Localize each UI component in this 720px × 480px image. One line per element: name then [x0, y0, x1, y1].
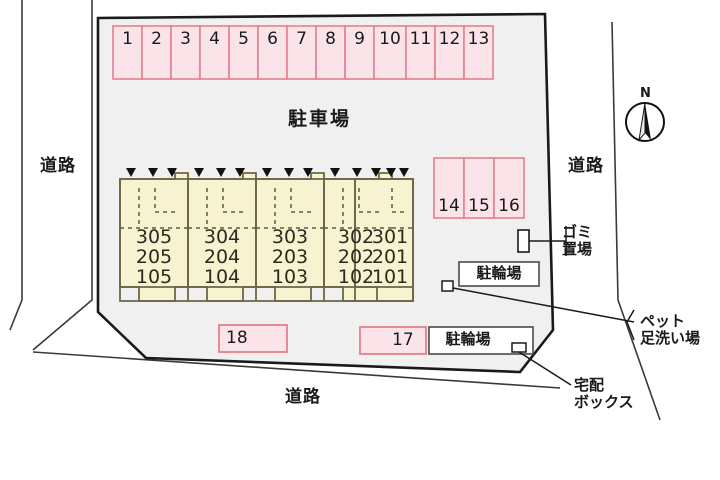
unit-number-303: 303	[271, 226, 309, 248]
parking-stalls-bottom	[218, 324, 427, 355]
road-label-left: 道路	[40, 156, 76, 176]
unit-number-102: 102	[337, 266, 375, 288]
stall-number[interactable]: 1	[122, 29, 133, 49]
unit-number-104: 104	[203, 266, 241, 288]
stall-number[interactable]: 8	[325, 29, 336, 49]
unit-number-302: 302	[337, 226, 375, 248]
stall-number[interactable]: 18	[226, 328, 248, 348]
stall-number[interactable]: 14	[438, 196, 460, 216]
bicycle-parking-label-upper: 駐輪場	[476, 264, 522, 282]
parking-stalls-top-row	[112, 25, 494, 80]
bicycle-parking-box-upper	[458, 261, 540, 287]
unit-number-203: 203	[271, 246, 309, 268]
apartment-building	[119, 168, 414, 302]
unit-number-301: 301	[371, 226, 409, 248]
parking-lot-title: 駐車場	[288, 108, 352, 130]
stall-number[interactable]: 10	[379, 29, 401, 49]
stall-number[interactable]: 16	[498, 196, 520, 216]
stall-number[interactable]: 6	[267, 29, 278, 49]
road-bottom-edge	[32, 351, 561, 389]
stall-number[interactable]: 12	[438, 29, 461, 49]
parking-stalls-right-group	[433, 157, 525, 219]
unit-number-205: 205	[135, 246, 173, 268]
garbage-station-marker	[517, 226, 567, 256]
stall-number[interactable]: 13	[467, 29, 490, 49]
pet-wash-marker	[441, 280, 635, 341]
bicycle-parking-box-lower	[428, 326, 534, 355]
stall-number[interactable]: 15	[468, 196, 490, 216]
stall-number[interactable]: 7	[296, 29, 307, 49]
bicycle-parking-label-lower: 駐輪場	[445, 330, 491, 348]
stall-number[interactable]: 5	[238, 29, 249, 49]
delivery-box-leader	[518, 351, 572, 386]
unit-number-101: 101	[371, 266, 409, 288]
unit-number-304: 304	[203, 226, 241, 248]
unit-number-204: 204	[203, 246, 241, 268]
balcony-markers	[126, 168, 409, 177]
stall-number[interactable]: 3	[180, 29, 191, 49]
stall-number[interactable]: 11	[409, 29, 432, 49]
unit-number-202: 202	[337, 246, 375, 268]
stall-number[interactable]: 17	[392, 330, 414, 350]
road-label-right: 道路	[568, 156, 604, 176]
delivery-box-label: 宅配 ボックス	[574, 376, 634, 411]
road-left-edges	[9, 0, 93, 351]
unit-number-105: 105	[135, 266, 173, 288]
unit-number-305: 305	[135, 226, 173, 248]
stall-number[interactable]: 9	[354, 29, 365, 49]
road-right-edge	[611, 21, 661, 421]
unit-number-201: 201	[371, 246, 409, 268]
north-compass	[625, 102, 665, 142]
stall-number[interactable]: 4	[209, 29, 220, 49]
garbage-area-label: ゴミ 置場	[562, 223, 593, 258]
road-label-bottom: 道路	[285, 387, 321, 407]
pet-wash-label: ペット 足洗い場	[640, 312, 701, 347]
stall-number[interactable]: 2	[151, 29, 162, 49]
north-label: N	[640, 86, 651, 101]
unit-number-103: 103	[271, 266, 309, 288]
